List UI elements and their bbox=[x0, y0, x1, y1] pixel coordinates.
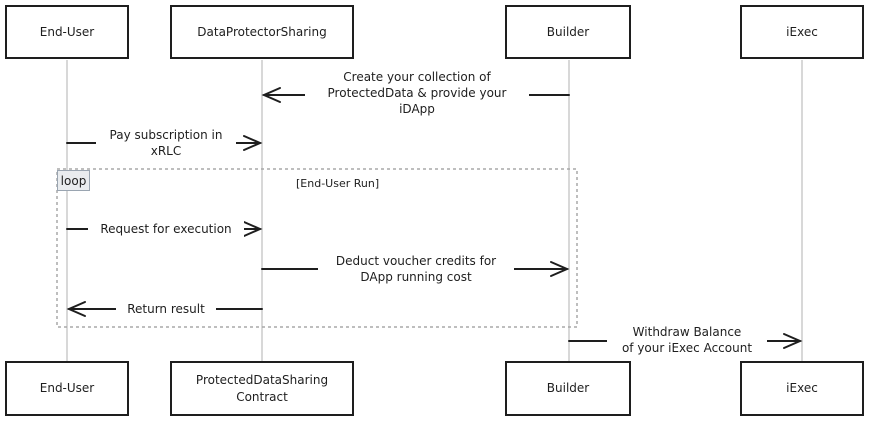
participant-end-user-bottom: End-User bbox=[5, 361, 129, 416]
participant-label: Builder bbox=[546, 24, 590, 39]
message-pay-subscription: Pay subscription in xRLC bbox=[96, 127, 236, 159]
participant-data-protector-sharing-top: DataProtectorSharing bbox=[170, 5, 354, 59]
participant-label: iExec bbox=[786, 24, 818, 39]
participant-label: Builder bbox=[546, 381, 590, 395]
participant-protected-data-sharing-contract-bottom: ProtectedDataSharing Contract bbox=[170, 361, 354, 416]
loop-tag: loop bbox=[57, 170, 90, 191]
participant-iexec-bottom: iExec bbox=[740, 361, 864, 416]
participant-end-user-top: End-User bbox=[5, 5, 129, 59]
message-request-execution: Request for execution bbox=[88, 221, 244, 237]
loop-condition: [End-User Run] bbox=[296, 177, 380, 190]
participant-label: DataProtectorSharing bbox=[197, 24, 327, 39]
participant-label: End-User bbox=[39, 24, 95, 39]
participant-label: End-User bbox=[39, 381, 95, 395]
participant-builder-bottom: Builder bbox=[505, 361, 631, 416]
loop-frame bbox=[56, 168, 578, 328]
participant-label: ProtectedDataSharing Contract bbox=[195, 372, 329, 404]
message-return-result: Return result bbox=[116, 301, 216, 317]
message-create-collection: Create your collection of ProtectedData … bbox=[305, 69, 529, 117]
participant-builder-top: Builder bbox=[505, 5, 631, 59]
message-deduct-credits: Deduct voucher credits for DApp running … bbox=[318, 253, 514, 285]
message-withdraw-balance: Withdraw Balance of your iExec Account bbox=[607, 324, 767, 356]
participant-label: iExec bbox=[786, 381, 818, 395]
participant-iexec-top: iExec bbox=[740, 5, 864, 59]
